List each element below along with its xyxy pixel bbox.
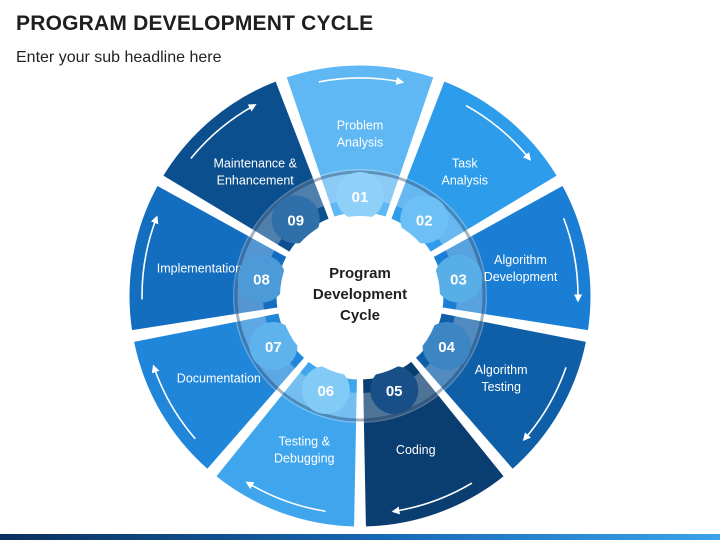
step-badge-circle-02 [400, 195, 449, 244]
step-number-04: 04 [438, 339, 455, 356]
flow-arrow-09 [190, 104, 257, 160]
segment-label-08-line-1: Implementation [157, 262, 243, 276]
step-number-09: 09 [287, 212, 304, 229]
bottom-accent-bar [0, 534, 720, 540]
page-title: PROGRAM DEVELOPMENT CYCLE [16, 12, 374, 35]
step-badge-circle-04 [422, 322, 471, 370]
step-number-06: 06 [317, 383, 334, 400]
step-badge-01: 01 [336, 172, 384, 220]
page-subtitle: Enter your sub headline here [16, 49, 222, 66]
flow-arrow-05 [391, 482, 473, 515]
step-badge-09: 09 [271, 195, 320, 244]
step-badge-07: 07 [249, 322, 298, 370]
flow-arrow-01 [318, 77, 405, 85]
segment-label-07-line-1: Documentation [177, 372, 261, 386]
segment-label-05-line-1: Coding [396, 443, 436, 457]
segment-label-06-line-1: Testing & [279, 435, 331, 449]
step-badge-circle-09 [271, 195, 320, 244]
segment-label-01-line-2: Analysis [337, 136, 384, 150]
center-circle [280, 216, 440, 376]
step-badge-06: 06 [301, 365, 350, 414]
step-number-05: 05 [386, 383, 403, 400]
segment-label-09-line-1: Maintenance & [214, 157, 298, 171]
flow-arrow-08 [141, 215, 159, 300]
badges-layer: 01 02 03 04 05 06 07 08 09 [237, 172, 483, 414]
segment-label-03-line-1: Algorithm [494, 253, 547, 267]
segment-label-09-line-2: Enhancement [217, 174, 295, 188]
step-badge-03: 03 [434, 254, 483, 303]
step-badge-circle-03 [434, 254, 483, 303]
step-number-02: 02 [416, 212, 433, 229]
flow-arrow-03 [562, 217, 583, 303]
step-badge-04: 04 [422, 322, 471, 370]
step-badge-circle-05 [370, 365, 419, 414]
step-number-07: 07 [265, 339, 282, 356]
flow-arrow-04 [522, 367, 567, 442]
flow-arrow-07 [151, 364, 196, 440]
flow-arrow-06 [245, 481, 326, 513]
segment-label-02-line-1: Task [452, 157, 478, 171]
step-badge-08: 08 [237, 254, 286, 303]
segment-label-04-line-1: Algorithm [475, 363, 528, 377]
flow-arrow-02 [465, 104, 532, 161]
center-hub: Program Development Cycle [280, 216, 440, 376]
step-number-03: 03 [450, 272, 467, 289]
step-badge-circle-08 [237, 254, 286, 303]
step-number-01: 01 [352, 189, 369, 206]
step-badge-circle-07 [249, 322, 298, 370]
segment-label-02-line-2: Analysis [442, 174, 489, 188]
step-badge-circle-01 [336, 172, 384, 220]
step-badge-05: 05 [370, 365, 419, 414]
segment-label-01-line-1: Problem [337, 119, 384, 133]
step-badge-circle-06 [301, 365, 350, 414]
segment-label-03-line-2: Development [484, 270, 558, 284]
step-badge-02: 02 [400, 195, 449, 244]
center-label-line-3: Cycle [340, 307, 380, 324]
segment-label-04-line-2: Testing [481, 380, 521, 394]
center-label-line-1: Program [329, 265, 391, 282]
segment-label-06-line-2: Debugging [274, 452, 335, 466]
step-number-08: 08 [253, 272, 270, 289]
center-label-line-2: Development [313, 286, 407, 303]
